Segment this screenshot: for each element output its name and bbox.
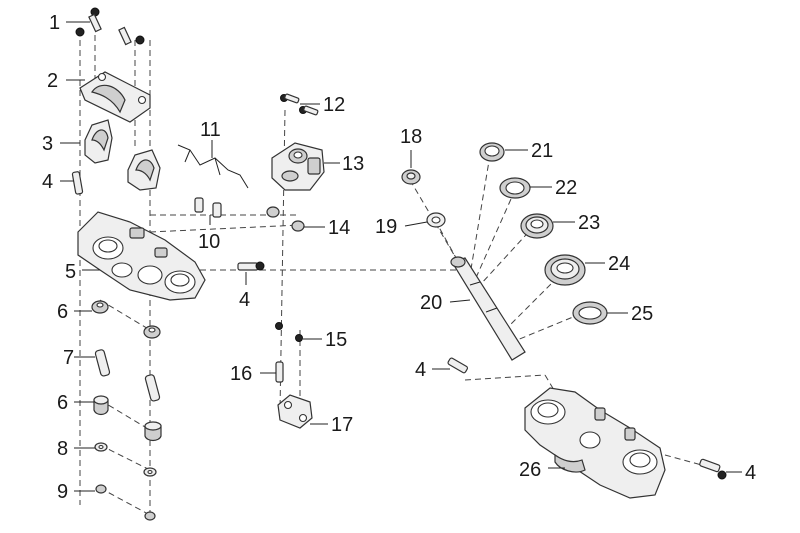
part-23-bearing xyxy=(520,213,554,239)
part-5-top-triple-clamp xyxy=(77,211,206,301)
part-25-seal xyxy=(572,301,608,325)
callout-4-bottom: 4 xyxy=(745,462,756,484)
part-17-bracket xyxy=(277,394,313,429)
callout-4-top: 4 xyxy=(42,171,53,193)
callout-17: 17 xyxy=(331,414,353,436)
callout-4-mid: 4 xyxy=(239,289,250,311)
callout-11: 11 xyxy=(200,119,221,141)
callout-24: 24 xyxy=(608,253,630,275)
callout-16: 16 xyxy=(230,363,252,385)
callout-5: 5 xyxy=(65,261,76,283)
part-4-bolts xyxy=(71,171,727,480)
part-19-washer xyxy=(426,212,446,228)
leader-lines xyxy=(60,21,742,492)
callout-23: 23 xyxy=(578,212,600,234)
callout-1: 1 xyxy=(49,12,60,34)
callout-6-lower: 6 xyxy=(57,392,68,414)
callout-2: 2 xyxy=(47,70,58,92)
callout-7: 7 xyxy=(63,347,74,369)
callout-10: 10 xyxy=(198,231,220,253)
part-24-bearing xyxy=(544,254,586,286)
part-8-washers xyxy=(94,442,157,477)
part-11-bracket xyxy=(177,144,249,189)
part-20-steering-stem xyxy=(450,256,526,361)
part-22-seal xyxy=(499,177,531,199)
part-21-ring-nut xyxy=(479,142,505,162)
part-7-collars xyxy=(94,349,161,402)
part-6-grommets xyxy=(91,300,162,442)
part-13-housing xyxy=(271,142,325,191)
callout-21: 21 xyxy=(531,140,553,162)
callout-6-upper: 6 xyxy=(57,301,68,323)
part-18-cap xyxy=(401,169,421,185)
part-2-upper-clamp xyxy=(79,71,151,123)
part-15-nuts xyxy=(275,322,303,342)
callout-9: 9 xyxy=(57,481,68,503)
part-9-nuts xyxy=(95,484,156,521)
callout-12: 12 xyxy=(323,94,345,116)
callout-20: 20 xyxy=(420,292,442,314)
callout-14: 14 xyxy=(328,217,350,239)
part-16-bolt xyxy=(275,361,284,383)
part-10-screws xyxy=(194,197,222,218)
part-12-bolts xyxy=(280,93,319,116)
part-3-lower-clamps xyxy=(84,119,161,191)
part-26-lower-triple-clamp xyxy=(524,387,666,499)
callout-26: 26 xyxy=(519,459,541,481)
callout-25: 25 xyxy=(631,303,653,325)
callout-13: 13 xyxy=(342,153,364,175)
part-1-bolts xyxy=(75,7,145,46)
callout-4-stem: 4 xyxy=(415,359,426,381)
part-14-spacers xyxy=(266,206,305,232)
callout-8: 8 xyxy=(57,438,68,460)
callout-labels: 1 2 3 4 5 6 7 6 8 9 11 10 4 12 13 14 15 … xyxy=(42,12,756,503)
callout-19: 19 xyxy=(375,216,397,238)
callout-18: 18 xyxy=(400,126,422,148)
callout-22: 22 xyxy=(555,177,577,199)
callout-3: 3 xyxy=(42,133,53,155)
callout-15: 15 xyxy=(325,329,347,351)
